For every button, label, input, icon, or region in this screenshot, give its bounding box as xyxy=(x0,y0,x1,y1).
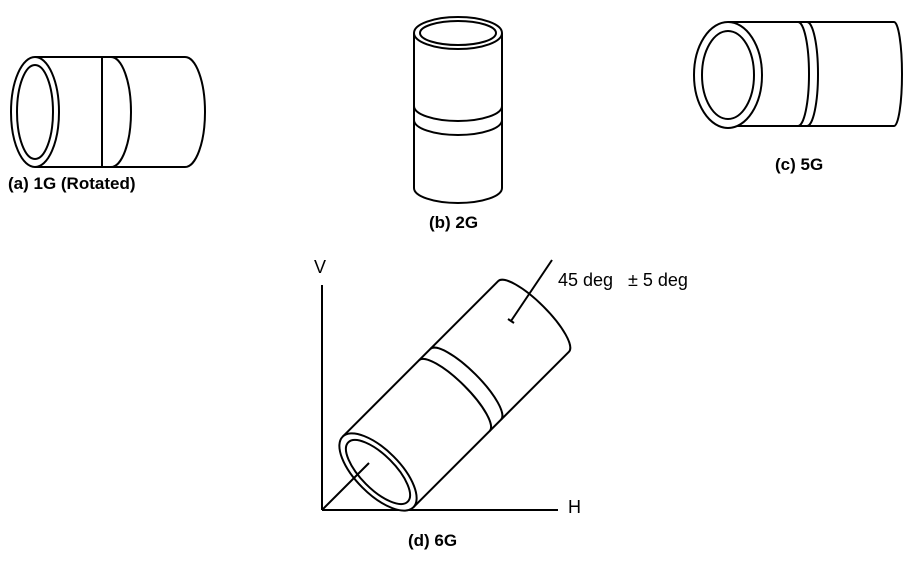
vertical-axis-label: V xyxy=(314,257,326,277)
caption-2g: (b) 2G xyxy=(429,213,478,232)
horizontal-axis-label: H xyxy=(568,497,581,517)
angle-leader-line xyxy=(510,259,553,322)
figure-1g-rotated: (a) 1G (Rotated) xyxy=(8,56,206,193)
caption-5g: (c) 5G xyxy=(775,155,823,174)
angle-tick xyxy=(507,318,515,324)
figure-6g: V H 45 deg ± 5 deg (d) 6G xyxy=(314,257,688,550)
tolerance-label: ± 5 deg xyxy=(628,270,688,290)
caption-1g: (a) 1G (Rotated) xyxy=(8,174,136,193)
inclined-pipe xyxy=(338,278,572,512)
figure-2g: (b) 2G xyxy=(413,16,503,232)
figure-5g: (c) 5G xyxy=(693,21,903,174)
caption-6g: (d) 6G xyxy=(408,531,457,550)
angle-label: 45 deg xyxy=(558,270,613,290)
pipe-axis-line xyxy=(321,462,370,511)
